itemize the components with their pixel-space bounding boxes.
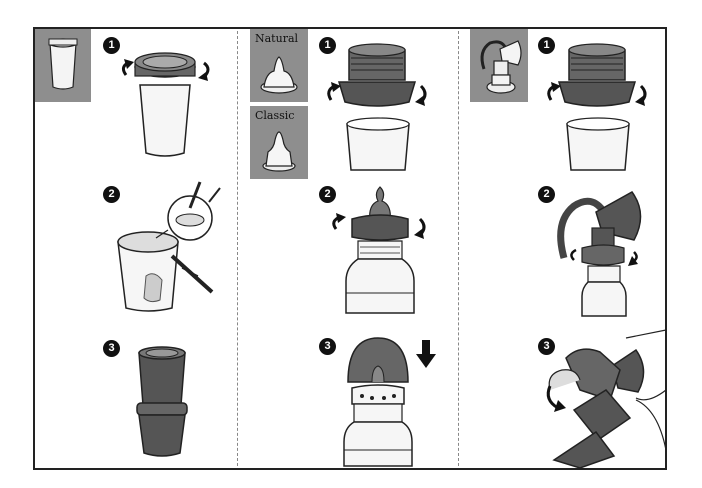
pump-into-cup-icon xyxy=(546,329,667,469)
col2-step-3-number: 3 xyxy=(319,338,336,355)
stack-cups-icon xyxy=(136,346,188,457)
column-divider-1 xyxy=(237,31,238,466)
breast-pump-thumbnail xyxy=(470,29,528,102)
col3-step-1-number: 1 xyxy=(538,37,555,54)
natural-teat-icon xyxy=(260,56,298,94)
col2-step-2-number: 2 xyxy=(319,186,336,203)
col1-step-1-number: 1 xyxy=(103,37,120,54)
col2-step-1-number: 1 xyxy=(319,37,336,54)
attach-teat-ring-icon xyxy=(332,186,426,314)
col1-step-2-number: 2 xyxy=(103,186,120,203)
remove-adapter-ring-icon xyxy=(327,43,427,171)
column-divider-2 xyxy=(458,31,459,466)
col1-step-3-number: 3 xyxy=(103,340,120,357)
breast-pump-icon xyxy=(480,40,522,94)
col3-step-2-number: 2 xyxy=(538,186,555,203)
put-on-cap-icon xyxy=(343,337,436,467)
storage-cup-thumbnail xyxy=(35,29,91,102)
write-date-on-lid-icon xyxy=(117,181,221,312)
remove-adapter-ring-icon xyxy=(547,43,647,171)
storage-cup-icon xyxy=(48,38,78,90)
classic-label: Classic xyxy=(255,109,295,122)
attach-pump-icon xyxy=(557,191,642,317)
natural-label: Natural xyxy=(255,32,299,45)
twist-lid-onto-cup-icon xyxy=(121,52,210,157)
classic-teat-icon xyxy=(262,131,296,172)
classic-thumbnail: Classic xyxy=(250,106,308,179)
col3-step-3-number: 3 xyxy=(538,338,555,355)
natural-thumbnail: Natural xyxy=(250,29,308,102)
